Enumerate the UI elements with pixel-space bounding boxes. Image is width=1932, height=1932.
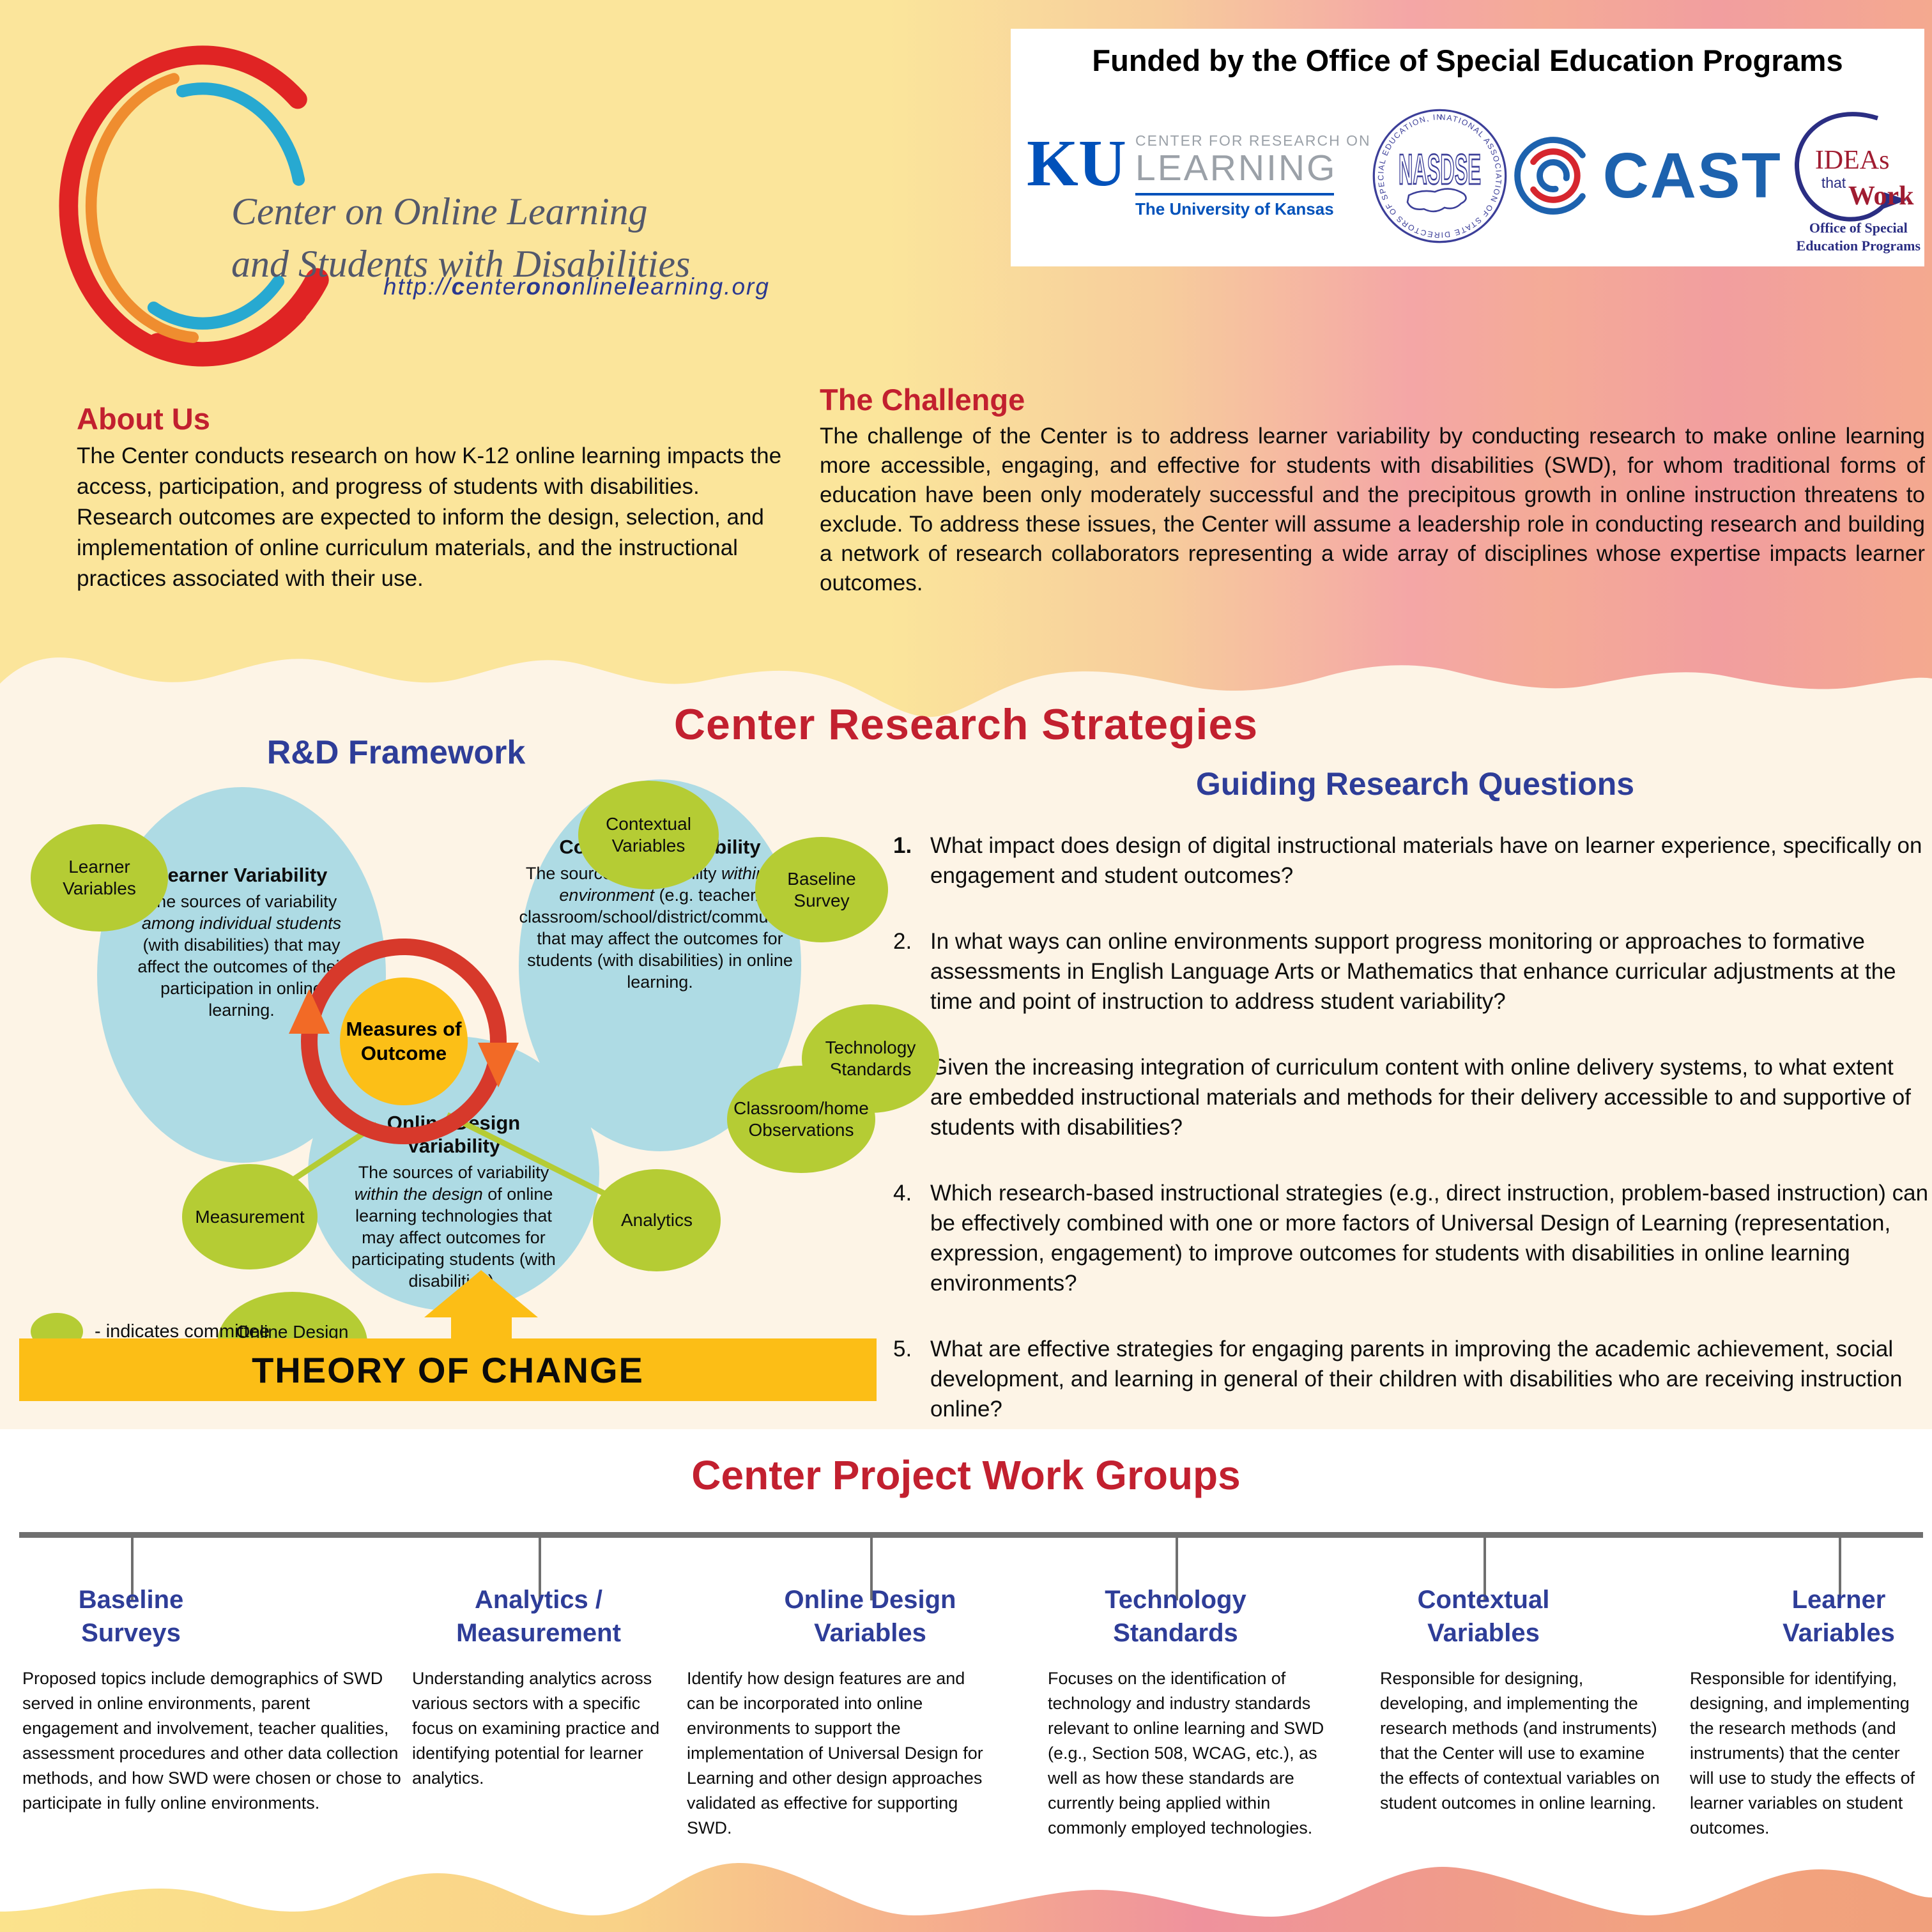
- questions-title: Guiding Research Questions: [1195, 766, 1635, 802]
- committee-legend-text: - indicates committee: [95, 1321, 270, 1342]
- ku-university-line: The University of Kansas: [1135, 192, 1334, 219]
- timeline-bar: [19, 1532, 1923, 1538]
- timeline-tick: [1839, 1532, 1841, 1600]
- question-text: In what ways can online environments sup…: [930, 929, 1896, 1014]
- question-text: Given the increasing integration of curr…: [930, 1055, 1911, 1140]
- outcome-cycle-ring: [301, 939, 507, 1144]
- theory-arrow-icon: [424, 1270, 538, 1338]
- brand-url-link[interactable]: http://centerononlinelearning.org: [383, 273, 770, 300]
- question-text: Which research-based instructional strat…: [930, 1181, 1929, 1296]
- center-logo-arcs-icon: [59, 45, 329, 367]
- about-us-heading: About Us: [77, 402, 210, 436]
- cycle-arrow-up-icon: [289, 989, 330, 1034]
- research-question: 2. In what ways can online environments s…: [893, 926, 1929, 1016]
- research-question: 3.Given the increasing integration of cu…: [893, 1052, 1929, 1142]
- question-text: What impact does design of digital instr…: [930, 833, 1922, 888]
- question-number: 5.: [893, 1337, 912, 1361]
- workgroup-description: Proposed topics include demographics of …: [22, 1669, 401, 1813]
- workgroup-title: Analytics /Measurement: [456, 1586, 621, 1647]
- workgroup-description: Identify how design features are and can…: [687, 1669, 983, 1837]
- ku-letters: KU: [1027, 126, 1126, 201]
- workgroup-description: Focuses on the identification of technol…: [1048, 1669, 1324, 1837]
- workgroup-description: Responsible for identifying, designing, …: [1690, 1669, 1915, 1837]
- nasdse-letters: NASDSE: [1399, 146, 1481, 193]
- workgroups-title: Center Project Work Groups: [691, 1452, 1241, 1498]
- work-word: Work: [1848, 181, 1914, 211]
- learner-variability-body: The sources of variability among individ…: [137, 892, 346, 1020]
- committee-ellipse: Learner Variables: [31, 824, 168, 931]
- ku-logo: KU CENTER FOR RESEARCH ON LEARNING The U…: [1027, 126, 1371, 219]
- about-us-body: The Center conducts research on how K-12…: [77, 443, 782, 591]
- challenge-body: The challenge of the Center is to addres…: [820, 424, 1925, 595]
- timeline-tick: [1483, 1532, 1486, 1600]
- research-question: 5. What are effective strategies for enga…: [893, 1334, 1929, 1424]
- question-number: 1.: [893, 833, 912, 858]
- timeline-tick: [131, 1532, 134, 1600]
- timeline-tick: [539, 1532, 541, 1600]
- challenge-heading: The Challenge: [820, 383, 1025, 417]
- brand-title-line1: Center on Online Learning: [231, 190, 648, 233]
- ku-learning-line: LEARNING: [1135, 148, 1337, 189]
- cast-circles-icon: [1514, 137, 1586, 215]
- timeline-tick: [1176, 1532, 1178, 1600]
- question-number: 2.: [893, 929, 912, 954]
- wavy-divider-top: [0, 657, 1932, 728]
- osep-subtitle: Office of Special Education Programs: [1796, 220, 1921, 254]
- ideas-word: IDEAs: [1814, 146, 1890, 175]
- theory-of-change-banner: THEORY OF CHANGE: [19, 1338, 877, 1401]
- workgroup-description: Understanding analytics across various s…: [412, 1669, 660, 1788]
- question-number: 4.: [893, 1181, 912, 1206]
- committee-ellipse: Measurement: [182, 1164, 318, 1269]
- ideas-loop-arrow-icon: [1794, 112, 1907, 222]
- funded-box: Funded by the Office of Special Educatio…: [1011, 29, 1924, 266]
- brand-title-line2: and Students with Disabilities: [231, 243, 691, 285]
- timeline-tick: [870, 1532, 873, 1600]
- framework-diagram-links: [254, 939, 641, 1338]
- research-question: 4. Which research-based instructional str…: [893, 1178, 1929, 1298]
- learner-variability-title: Learner Variability: [155, 864, 328, 886]
- funded-title: Funded by the Office of Special Educatio…: [1092, 43, 1843, 77]
- ideas-that-work-logo: IDEAs that Work Office of Special Educat…: [1782, 99, 1932, 254]
- brand-title: Center on Online Learning and Students w…: [231, 185, 870, 290]
- cycle-arrow-down-icon: [478, 1043, 519, 1087]
- measures-of-outcome-circle: Measures of Outcome: [340, 977, 468, 1105]
- committee-ellipse: Contextual Variables: [578, 781, 719, 889]
- cast-logo: CAST: [1508, 131, 1782, 220]
- strategies-title: Center Research Strategies: [673, 700, 1259, 749]
- funder-logo-row: KU CENTER FOR RESEARCH ON LEARNING The U…: [1027, 96, 1920, 256]
- workgroup-description: Responsible for designing, developing, a…: [1380, 1669, 1660, 1813]
- cast-wordmark: CAST: [1602, 139, 1782, 211]
- that-word: that: [1821, 174, 1846, 191]
- research-question: 1. What impact does design of digital ins…: [893, 831, 1929, 891]
- questions-list: 1. What impact does design of digital ins…: [893, 831, 1929, 1460]
- wavy-border-bottom: [0, 1863, 1932, 1932]
- nasdse-seal-icon: NATIONAL ASSOCIATION OF STATE DIRECTORS …: [1367, 100, 1508, 245]
- ku-center-line: CENTER FOR RESEARCH ON: [1135, 132, 1371, 150]
- committee-ellipse: Baseline Survey: [755, 837, 888, 942]
- online-design-variability-body: The sources of variability within the de…: [351, 1163, 556, 1291]
- contextual-variability-body: The sources of variability within the en…: [519, 864, 801, 992]
- committee-ellipse: Analytics: [593, 1169, 721, 1271]
- workgroups-section-background: [0, 1429, 1932, 1932]
- framework-title: R&D Framework: [266, 734, 526, 771]
- question-text: What are effective strategies for engagi…: [930, 1337, 1903, 1422]
- committee-ellipse: Classroom/home Observations: [727, 1066, 875, 1173]
